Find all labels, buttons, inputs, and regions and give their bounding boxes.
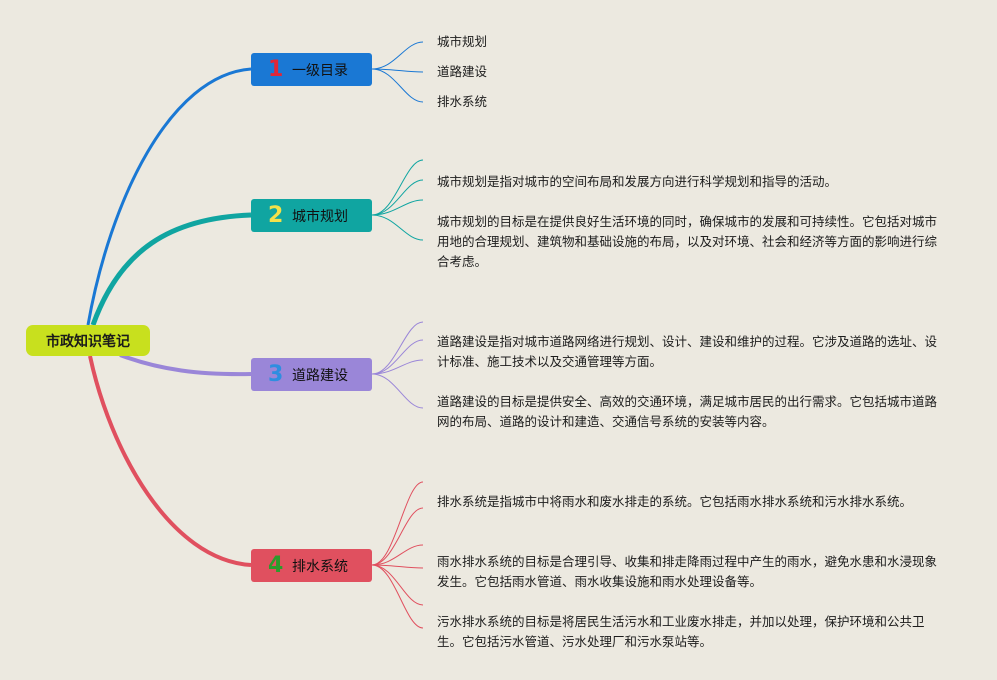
leaf-line — [371, 179, 424, 216]
topic-number: 4 — [268, 552, 284, 578]
leaf-node[interactable]: 城市规划是指对城市的空间布局和发展方向进行科学规划和指导的活动。 — [437, 174, 838, 189]
leaf-line — [371, 68, 424, 73]
leaf-line — [371, 359, 424, 375]
branch-line-4 — [88, 355, 252, 567]
leaf-line — [371, 373, 424, 409]
leaf-line — [371, 507, 424, 566]
topic-label: 道路建设 — [292, 367, 348, 384]
leaf-line — [371, 68, 424, 103]
leaf-line — [371, 41, 424, 70]
leaf-line — [371, 481, 424, 566]
topic-label: 城市规划 — [292, 208, 348, 225]
leaf-node[interactable]: 雨水排水系统的目标是合理引导、收集和排走降雨过程中产生的雨水，避免水患和水浸现象… — [437, 554, 938, 589]
topic-number: 3 — [268, 361, 284, 387]
topic-label: 排水系统 — [292, 558, 348, 575]
leaf-line — [371, 159, 424, 216]
topic-node-2[interactable]: 2 城市规划 — [251, 199, 372, 232]
branch-line-3 — [119, 353, 252, 377]
leaf-line — [371, 564, 424, 569]
leaf-line — [371, 564, 424, 629]
leaf-line — [371, 339, 424, 375]
leaf-line — [371, 544, 424, 566]
root-node[interactable]: 市政知识笔记 — [26, 325, 150, 356]
leaf-node[interactable]: 道路建设是指对城市道路网络进行规划、设计、建设和维护的过程。它涉及道路的选址、设… — [437, 334, 938, 369]
leaf-line — [371, 214, 424, 241]
topic-node-1[interactable]: 1 一级目录 — [251, 53, 372, 86]
leaf-node[interactable]: 排水系统 — [437, 94, 488, 109]
topic-node-3[interactable]: 3 道路建设 — [251, 358, 372, 391]
root-label: 市政知识笔记 — [46, 333, 130, 350]
topic-number: 1 — [268, 56, 284, 82]
leaf-line — [371, 321, 424, 375]
leaf-node[interactable]: 道路建设的目标是提供安全、高效的交通环境，满足城市居民的出行需求。它包括城市道路… — [437, 394, 938, 429]
leaf-node[interactable]: 道路建设 — [437, 64, 488, 79]
leaf-line — [371, 199, 424, 216]
branch-line-2 — [90, 212, 252, 326]
leaf-line — [371, 564, 424, 606]
leaf-node[interactable]: 城市规划 — [437, 34, 488, 49]
branch-line-1 — [86, 67, 252, 326]
topic-number: 2 — [268, 202, 284, 228]
topic-label: 一级目录 — [292, 62, 348, 79]
topic-node-4[interactable]: 4 排水系统 — [251, 549, 372, 582]
leaf-node[interactable]: 污水排水系统的目标是将居民生活污水和工业废水排走，并加以处理，保护环境和公共卫生… — [437, 614, 925, 649]
leaf-node[interactable]: 城市规划的目标是在提供良好生活环境的同时，确保城市的发展和可持续性。它包括对城市… — [437, 214, 938, 269]
leaf-node[interactable]: 排水系统是指城市中将雨水和废水排走的系统。它包括雨水排水系统和污水排水系统。 — [437, 494, 913, 509]
